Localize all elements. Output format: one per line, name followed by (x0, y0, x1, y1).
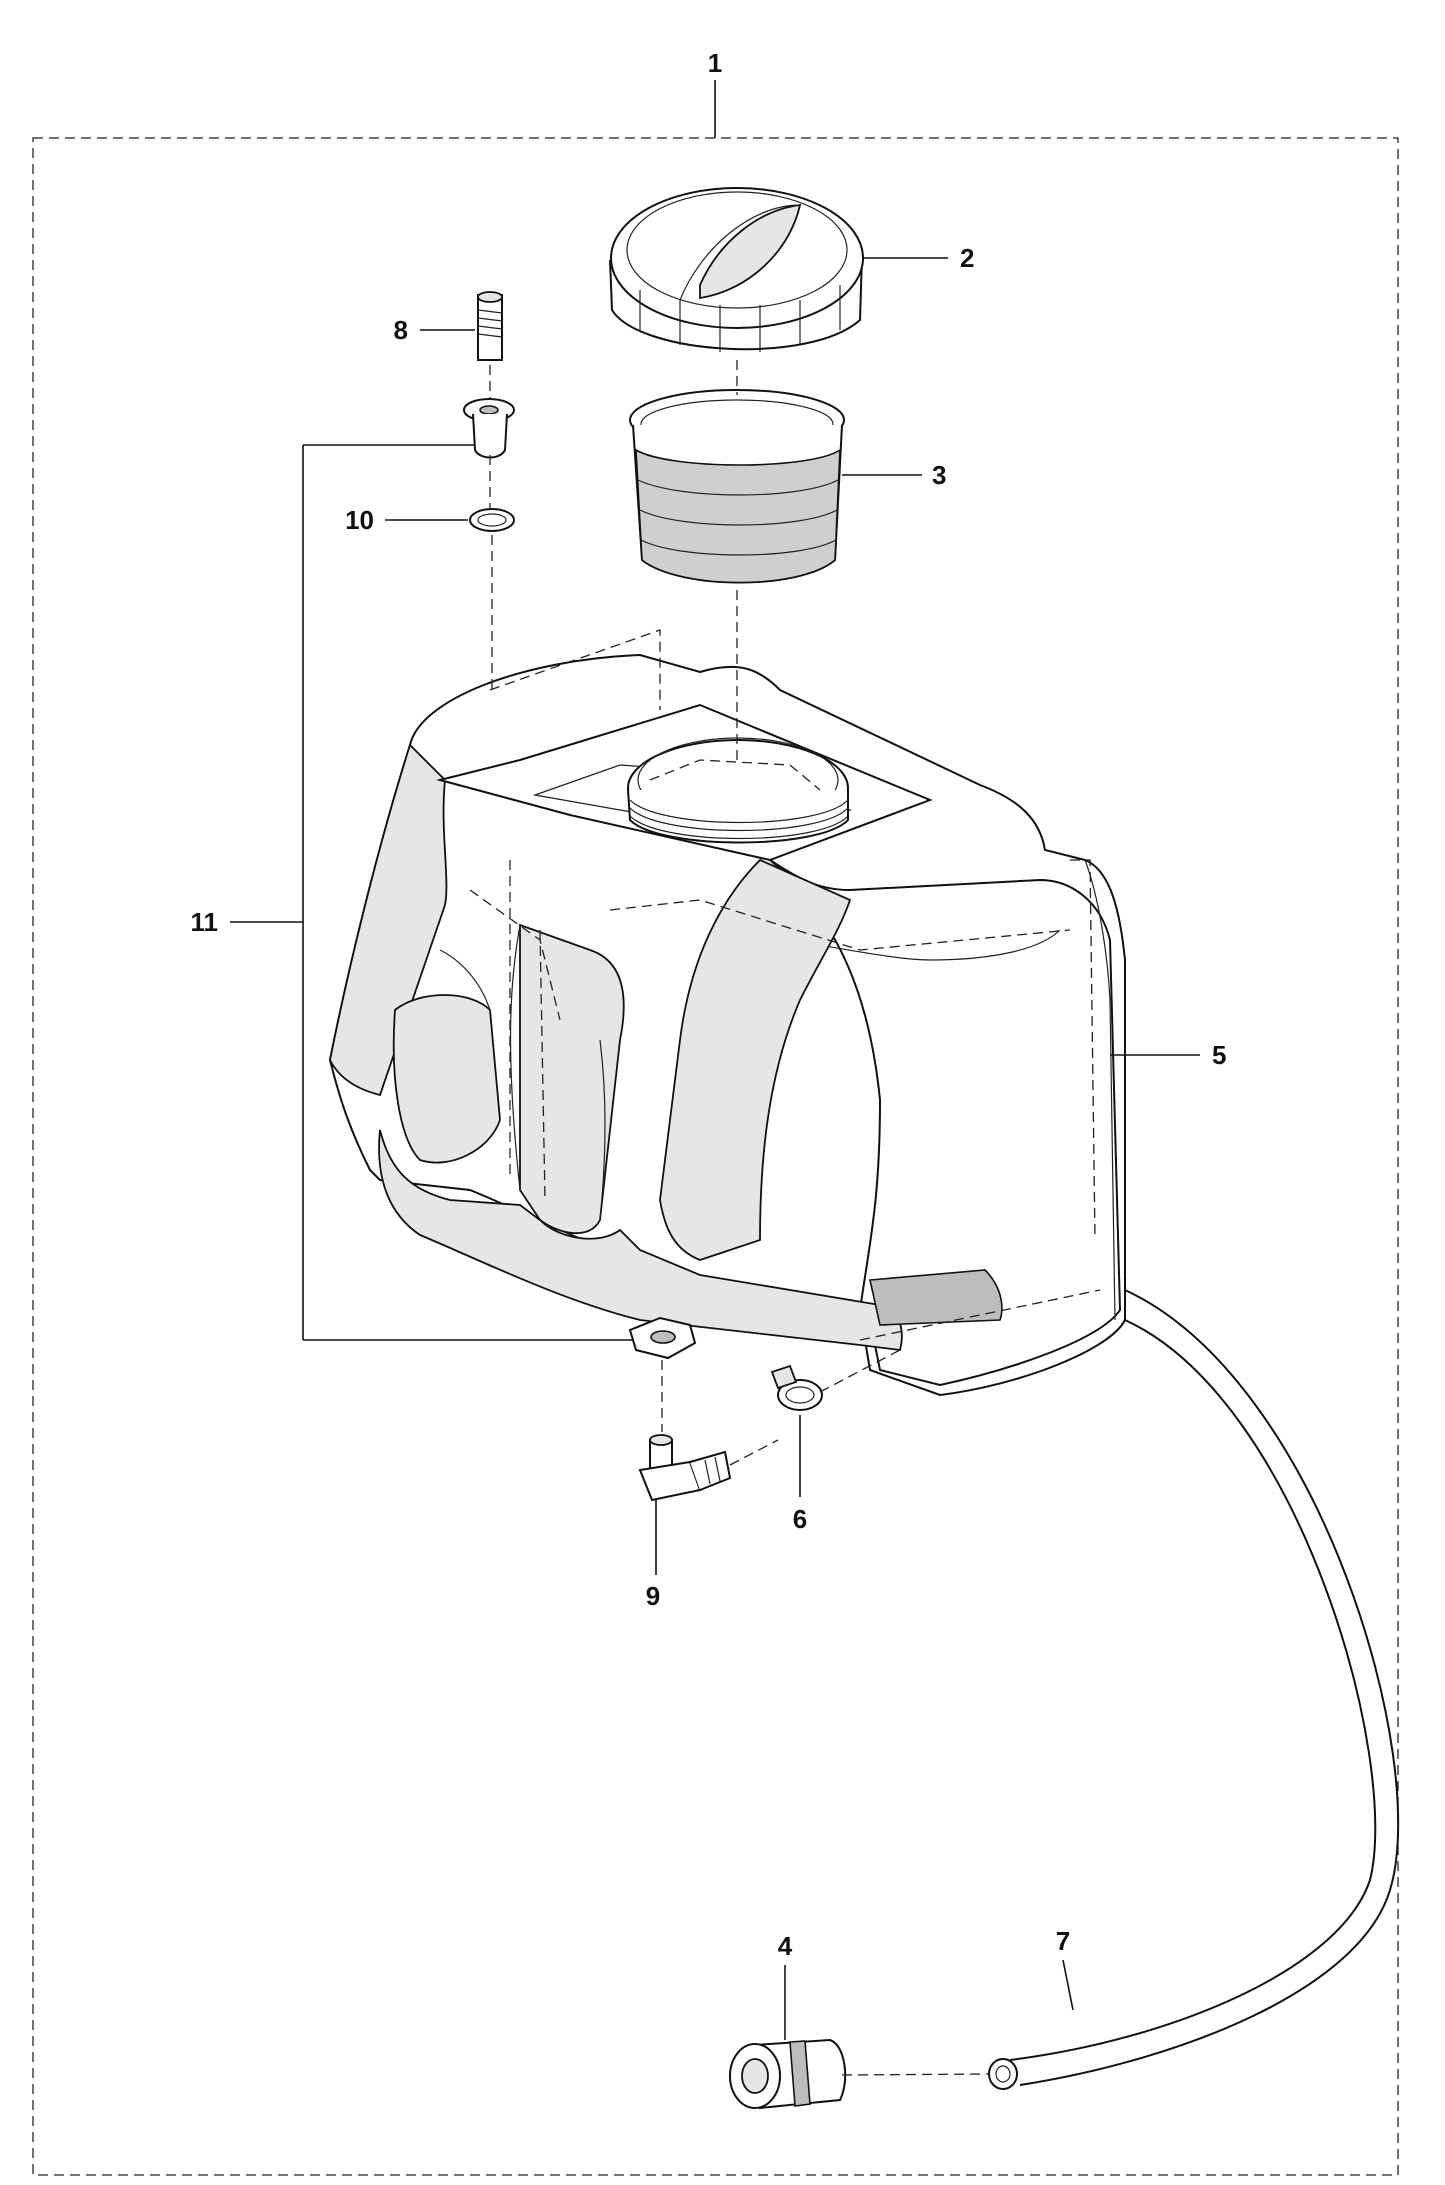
filler-neck-icon (627, 737, 849, 844)
o-ring-icon (469, 508, 515, 532)
nut-icon (628, 1316, 697, 1360)
filter-strainer-icon (629, 389, 845, 584)
hose-clamp-icon (770, 1364, 823, 1411)
callout-7: 7 (1056, 1926, 1070, 1956)
callout-8: 8 (394, 315, 408, 345)
fuel-cap-icon (609, 187, 864, 352)
elbow-nipple-icon (638, 1434, 732, 1502)
callout-5: 5 (1212, 1040, 1226, 1070)
callout-3: 3 (932, 460, 946, 490)
fuel-tank-icon (328, 653, 1126, 1397)
callout-11: 11 (191, 907, 219, 937)
callout-1: 1 (708, 48, 722, 78)
screw-icon (477, 291, 503, 361)
callout-labels: 1 2 3 4 5 6 7 8 9 10 11 (191, 48, 1227, 1961)
callout-9: 9 (646, 1581, 660, 1611)
callout-6: 6 (793, 1504, 807, 1534)
fuel-hose-icon (988, 1289, 1400, 2090)
callout-4: 4 (778, 1931, 793, 1961)
callout-2: 2 (960, 243, 974, 273)
leader-lines (230, 257, 1200, 2040)
hose-fitting-icon (729, 2038, 847, 2110)
assembly-boundary (32, 137, 1399, 2176)
alignment-lines (489, 360, 989, 2076)
bushing-icon (463, 398, 515, 459)
callout-10: 10 (345, 505, 374, 535)
